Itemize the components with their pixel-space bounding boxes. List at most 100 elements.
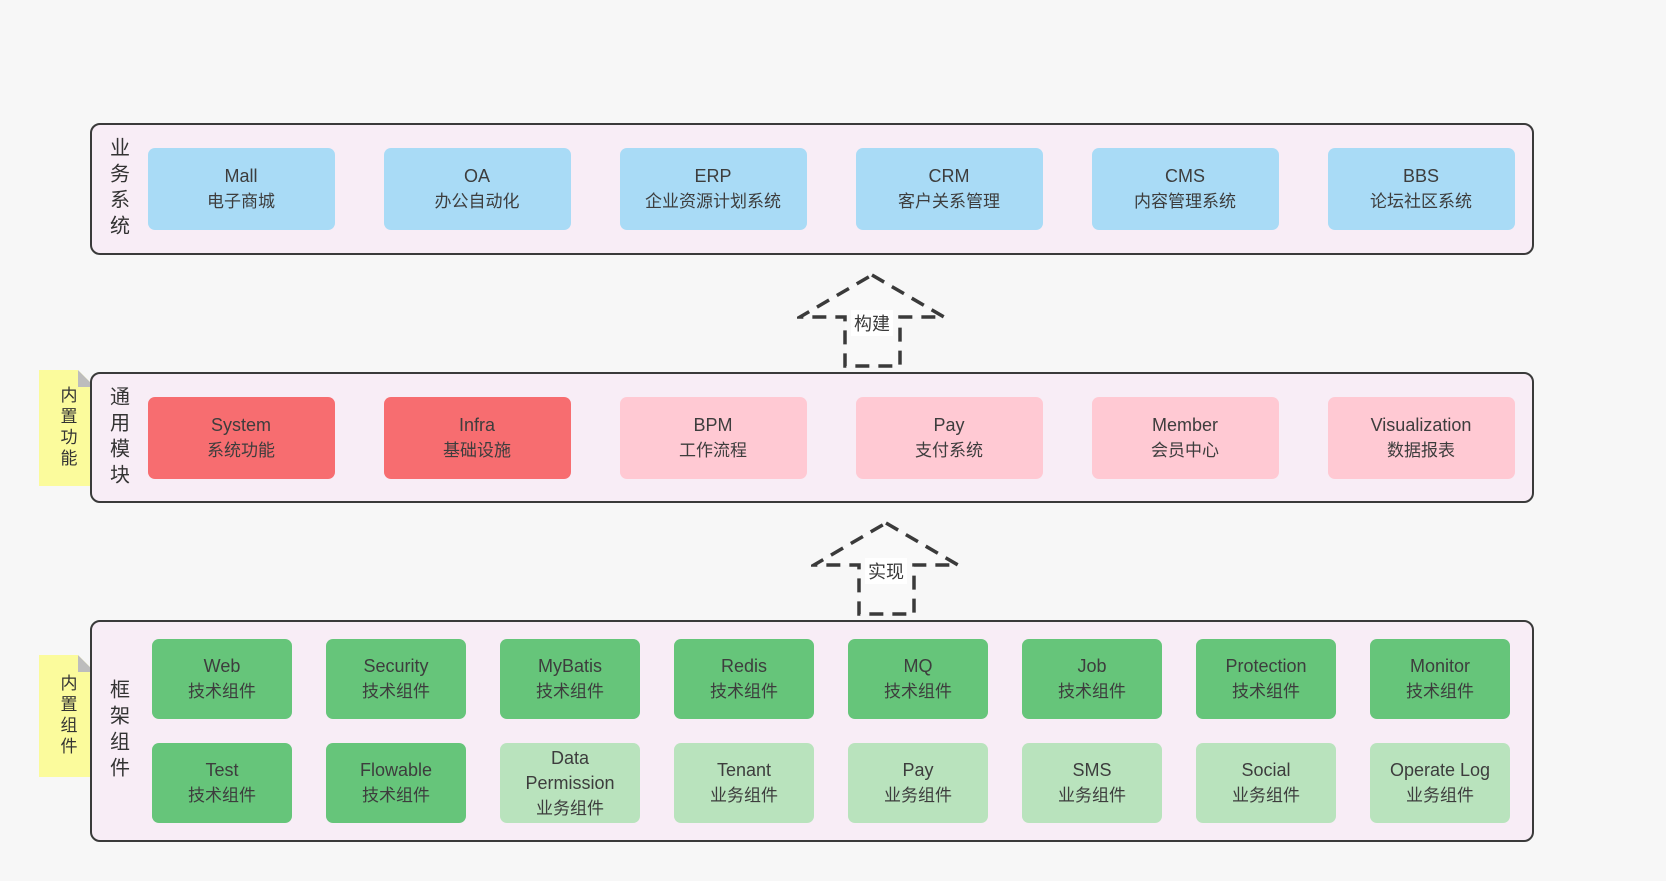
section-side-label: 框架组件 bbox=[92, 622, 144, 840]
box-mall: Mall 电子商城 bbox=[147, 148, 335, 230]
box-monitor: Monitor 技术组件 bbox=[1370, 639, 1510, 719]
box-subtitle: 技术组件 bbox=[536, 682, 604, 701]
box-flowable: Flowable 技术组件 bbox=[326, 743, 466, 823]
box-title: Social bbox=[1241, 760, 1291, 780]
box-mq: MQ 技术组件 bbox=[848, 639, 988, 719]
sticky-note-built-in-features: 内置功能 bbox=[39, 370, 95, 486]
box-subtitle: 技术组件 bbox=[710, 682, 778, 701]
box-social: Social 业务组件 bbox=[1196, 743, 1336, 823]
boxes-area: Web 技术组件 Security 技术组件 MyBatis 技术组件 Redi… bbox=[144, 622, 1532, 840]
build-arrow: 构建 bbox=[797, 272, 947, 369]
box-subtitle: 业务组件 bbox=[1232, 786, 1300, 805]
box-title: SMS bbox=[1072, 760, 1112, 780]
box-protection: Protection 技术组件 bbox=[1196, 639, 1336, 719]
box-pay-component: Pay 业务组件 bbox=[848, 743, 988, 823]
box-row: Mall 电子商城 OA 办公自动化 ERP 企业资源计划系统 CRM 客户关系… bbox=[144, 148, 1518, 230]
box-title: Visualization bbox=[1370, 414, 1472, 435]
section-title: 业务系统 bbox=[106, 137, 129, 241]
box-title: System bbox=[210, 414, 271, 435]
box-title: Pay bbox=[902, 760, 934, 780]
box-title: ERP bbox=[694, 166, 732, 186]
box-pay-system: Pay 支付系统 bbox=[855, 396, 1043, 479]
box-title: OA bbox=[463, 166, 490, 186]
box-infra: Infra 基础设施 bbox=[383, 396, 571, 479]
box-mybatis: MyBatis 技术组件 bbox=[500, 639, 640, 719]
box-title: Flowable bbox=[359, 760, 433, 780]
box-title: Redis bbox=[720, 656, 768, 676]
box-title: Job bbox=[1077, 656, 1107, 676]
box-subtitle: 企业资源计划系统 bbox=[645, 192, 781, 211]
section-side-label: 业务系统 bbox=[92, 125, 144, 253]
box-title: Protection bbox=[1225, 656, 1307, 676]
box-row-business: Test 技术组件 Flowable 技术组件 Data Permission … bbox=[144, 743, 1518, 823]
box-title: Pay bbox=[933, 414, 965, 435]
box-subtitle: 业务组件 bbox=[884, 786, 952, 805]
box-system: System 系统功能 bbox=[147, 396, 335, 479]
box-subtitle: 技术组件 bbox=[188, 682, 256, 701]
box-operate-log: Operate Log 业务组件 bbox=[1370, 743, 1510, 823]
box-redis: Redis 技术组件 bbox=[674, 639, 814, 719]
box-subtitle: 工作流程 bbox=[679, 440, 747, 460]
box-title: Web bbox=[203, 656, 241, 676]
box-subtitle: 业务组件 bbox=[1058, 786, 1126, 805]
box-subtitle: 技术组件 bbox=[362, 786, 430, 805]
box-tenant: Tenant 业务组件 bbox=[674, 743, 814, 823]
box-bbs: BBS 论坛社区系统 bbox=[1327, 148, 1515, 230]
section-side-label: 通用模块 bbox=[92, 374, 144, 501]
boxes-area: Mall 电子商城 OA 办公自动化 ERP 企业资源计划系统 CRM 客户关系… bbox=[144, 125, 1532, 253]
implement-arrow: 实现 bbox=[811, 520, 961, 617]
box-subtitle: 支付系统 bbox=[915, 440, 983, 460]
box-title: Monitor bbox=[1409, 656, 1471, 676]
box-data-permission: Data Permission 业务组件 bbox=[500, 743, 640, 823]
box-title: Security bbox=[363, 656, 429, 676]
box-visualization: Visualization 数据报表 bbox=[1327, 396, 1515, 479]
box-subtitle: 内容管理系统 bbox=[1134, 192, 1236, 211]
section-business-systems: 业务系统 Mall 电子商城 OA 办公自动化 ERP 企业资源计划系统 CRM… bbox=[90, 123, 1534, 255]
box-subtitle: 数据报表 bbox=[1387, 440, 1455, 460]
box-security: Security 技术组件 bbox=[326, 639, 466, 719]
box-subtitle: 客户关系管理 bbox=[898, 192, 1000, 211]
box-subtitle: 技术组件 bbox=[1058, 682, 1126, 701]
box-erp: ERP 企业资源计划系统 bbox=[619, 148, 807, 230]
box-subtitle: 论坛社区系统 bbox=[1370, 192, 1472, 211]
box-subtitle: 技术组件 bbox=[188, 786, 256, 805]
box-subtitle: 技术组件 bbox=[362, 682, 430, 701]
box-title: MQ bbox=[903, 656, 933, 676]
box-crm: CRM 客户关系管理 bbox=[855, 148, 1043, 230]
box-subtitle: 系统功能 bbox=[207, 440, 275, 460]
box-subtitle: 业务组件 bbox=[710, 786, 778, 805]
box-subtitle: 技术组件 bbox=[1232, 682, 1300, 701]
box-title: Member bbox=[1151, 414, 1218, 435]
box-title: Mall bbox=[224, 166, 258, 186]
box-subtitle: 基础设施 bbox=[443, 440, 511, 460]
box-title: BBS bbox=[1402, 166, 1440, 186]
box-cms: CMS 内容管理系统 bbox=[1091, 148, 1279, 230]
section-title: 框架组件 bbox=[106, 679, 129, 783]
box-row-technical: Web 技术组件 Security 技术组件 MyBatis 技术组件 Redi… bbox=[144, 639, 1518, 719]
box-test: Test 技术组件 bbox=[152, 743, 292, 823]
arrow-label: 实现 bbox=[865, 558, 907, 584]
box-subtitle: 电子商城 bbox=[207, 192, 275, 211]
box-bpm: BPM 工作流程 bbox=[619, 396, 807, 479]
box-subtitle: 业务组件 bbox=[536, 798, 604, 818]
arrow-label: 构建 bbox=[851, 310, 893, 336]
box-subtitle: 技术组件 bbox=[884, 682, 952, 701]
section-framework-components: 框架组件 Web 技术组件 Security 技术组件 MyBatis 技术组件… bbox=[90, 620, 1534, 842]
sticky-note-label: 内置组件 bbox=[57, 674, 77, 758]
box-title: Data Permission bbox=[525, 747, 615, 793]
section-common-modules: 通用模块 System 系统功能 Infra 基础设施 BPM 工作流程 Pay… bbox=[90, 372, 1534, 503]
box-job: Job 技术组件 bbox=[1022, 639, 1162, 719]
box-sms: SMS 业务组件 bbox=[1022, 743, 1162, 823]
box-title: MyBatis bbox=[537, 656, 602, 676]
sticky-note-label: 内置功能 bbox=[57, 386, 77, 470]
section-title: 通用模块 bbox=[106, 385, 129, 490]
sticky-note-built-in-components: 内置组件 bbox=[39, 655, 95, 777]
box-title: Infra bbox=[458, 414, 496, 435]
box-title: Operate Log bbox=[1389, 760, 1491, 780]
box-subtitle: 办公自动化 bbox=[434, 192, 520, 211]
box-oa: OA 办公自动化 bbox=[383, 148, 571, 230]
box-title: CMS bbox=[1165, 166, 1205, 186]
boxes-area: System 系统功能 Infra 基础设施 BPM 工作流程 Pay 支付系统… bbox=[144, 374, 1532, 501]
box-title: BPM bbox=[693, 414, 733, 435]
box-row: System 系统功能 Infra 基础设施 BPM 工作流程 Pay 支付系统… bbox=[144, 396, 1518, 479]
